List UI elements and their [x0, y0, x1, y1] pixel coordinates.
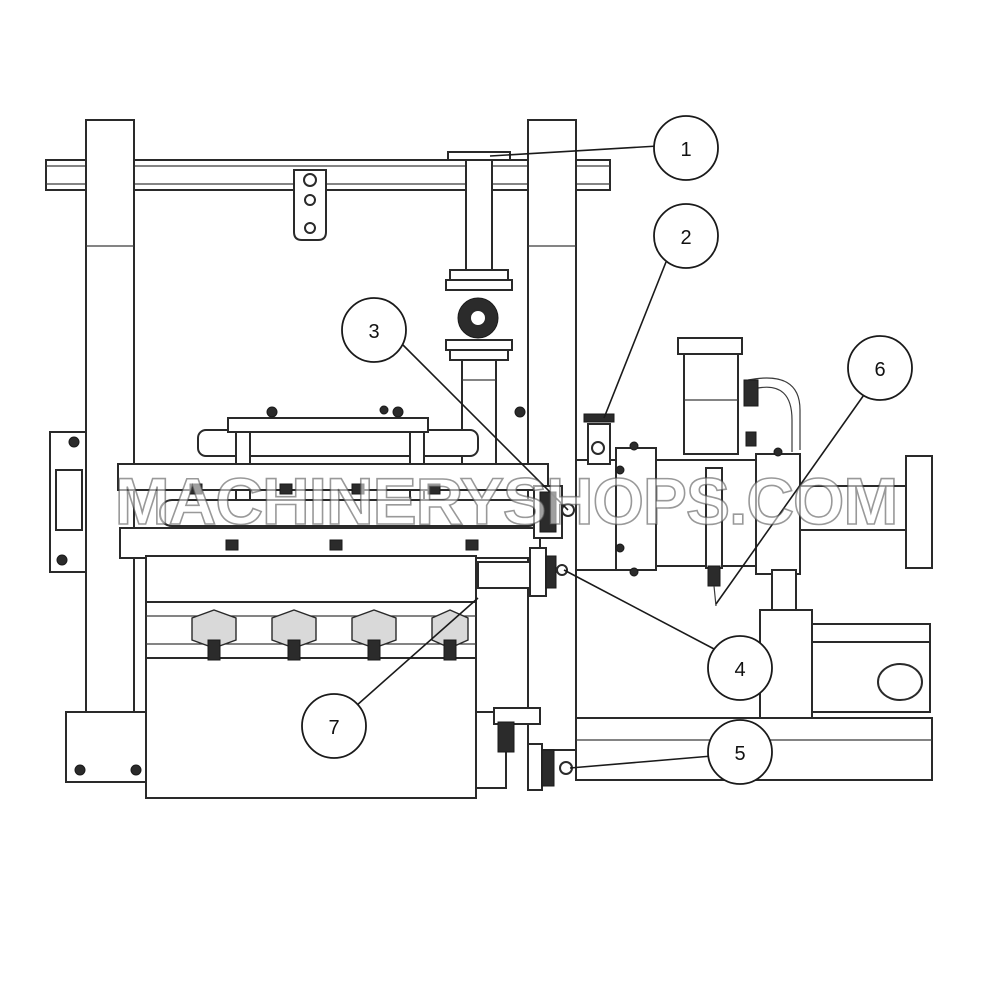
watermark-text: MACHINERYSHOPS.COM [115, 464, 898, 538]
callout-7: 7 [301, 693, 367, 759]
right-support-stand [759, 569, 931, 719]
actuator-housing [677, 337, 801, 455]
callout-5-label: 5 [734, 743, 745, 765]
vertical-vent-pipe [445, 151, 513, 471]
probe-assembly [705, 467, 723, 607]
callout-3-label: 3 [368, 321, 379, 343]
callout-4: 4 [707, 635, 773, 701]
callout-1: 1 [653, 115, 719, 181]
hanger-bracket [293, 169, 327, 241]
cabinet-valve-row [191, 609, 469, 661]
main-pipe-right [575, 441, 933, 581]
callout-6: 6 [847, 335, 913, 401]
callout-4-label: 4 [734, 659, 745, 681]
callout-1-label: 1 [680, 139, 691, 161]
callout-7-label: 7 [328, 717, 339, 739]
manifold-valves-row [189, 483, 479, 551]
lower-cabinet [145, 555, 477, 799]
isolation-valve-top [583, 413, 615, 465]
callout-2: 2 [653, 203, 719, 269]
callout-2-label: 2 [680, 227, 691, 249]
left-column [85, 119, 135, 751]
right-column [527, 119, 577, 751]
top-beam [45, 159, 611, 191]
callout-3: 3 [341, 297, 407, 363]
main-pipe-left [117, 463, 549, 559]
callout-6-label: 6 [874, 359, 885, 381]
callout-5: 5 [707, 719, 773, 785]
drain-valve [493, 707, 573, 791]
leader-lines [355, 145, 867, 769]
lower-flange [477, 547, 568, 597]
left-header-block [49, 431, 87, 573]
